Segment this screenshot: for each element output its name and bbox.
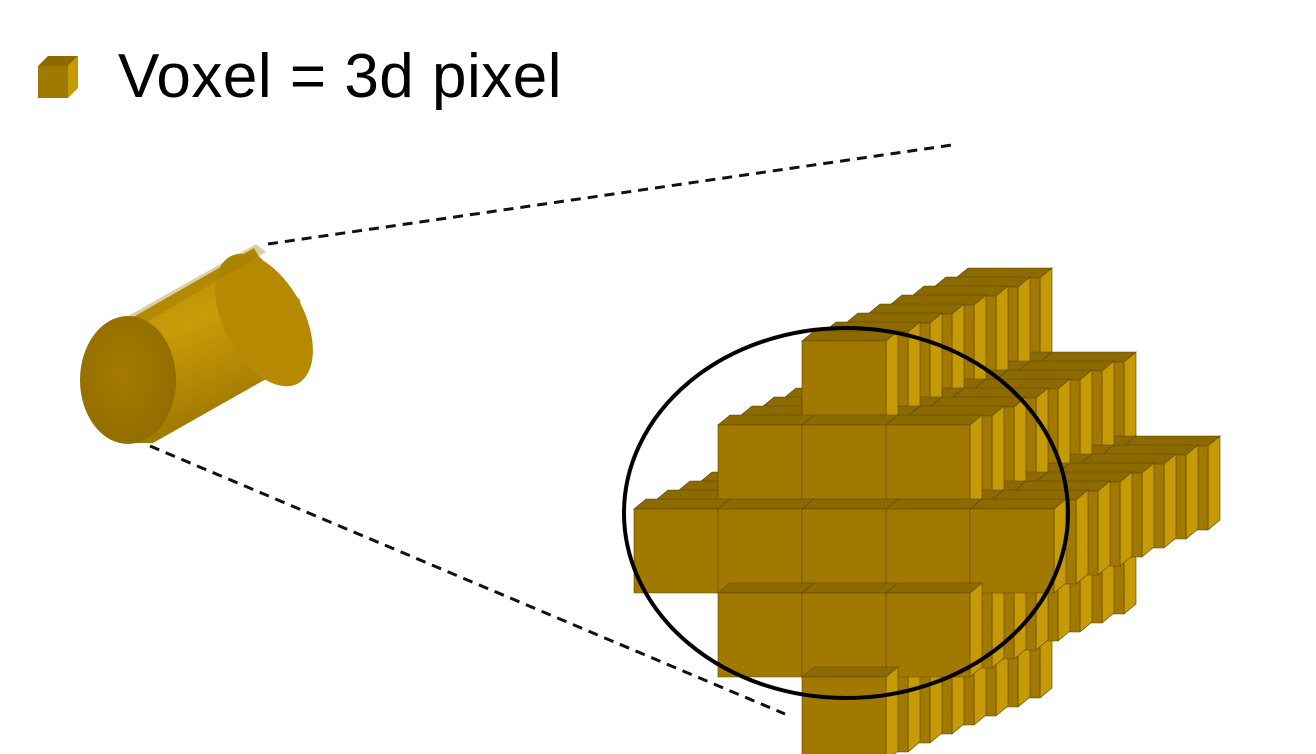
voxel-cube <box>717 414 815 510</box>
voxel-cube <box>885 414 983 510</box>
cylinder-icon <box>80 244 313 444</box>
voxel-cube <box>717 582 815 678</box>
voxel-cube-icon <box>38 56 78 98</box>
voxel-cube <box>885 582 983 678</box>
voxel-cube <box>885 498 983 594</box>
zoom-line-bottom <box>149 444 786 716</box>
zoom-line-top <box>267 143 953 246</box>
voxel-cube <box>633 498 731 594</box>
voxel-cube <box>717 498 815 594</box>
voxel-cube <box>801 414 899 510</box>
magnifier-ellipse <box>622 326 1070 700</box>
slide-title: Voxel = 3d pixel <box>118 41 563 111</box>
title-row: Voxel = 3d pixel <box>34 36 562 116</box>
voxel-cube <box>801 498 899 594</box>
voxel-cluster <box>633 267 1221 754</box>
voxel-cube <box>969 498 1067 594</box>
voxel-cube <box>801 330 899 426</box>
voxel-cube <box>801 582 899 678</box>
voxel-cube <box>801 666 899 754</box>
